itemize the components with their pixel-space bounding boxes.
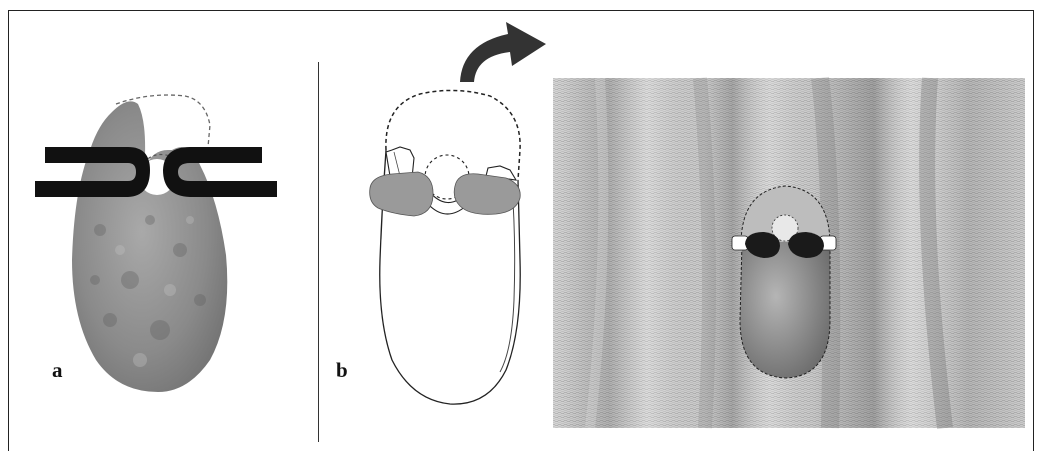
pendant-on-fabric — [732, 186, 836, 378]
stone-on-fabric — [740, 242, 830, 378]
panel-divider — [318, 62, 319, 442]
panel-b-drawing — [370, 90, 521, 404]
stone-pendant-photo — [72, 101, 227, 392]
curved-arrow-icon — [460, 22, 546, 82]
panel-label-b: b — [336, 358, 348, 383]
fabric-photo — [553, 78, 1025, 428]
panel-label-a: a — [52, 358, 63, 383]
pad-right — [454, 174, 520, 215]
pad-left — [370, 172, 433, 216]
panel-a-artifact — [35, 95, 277, 392]
